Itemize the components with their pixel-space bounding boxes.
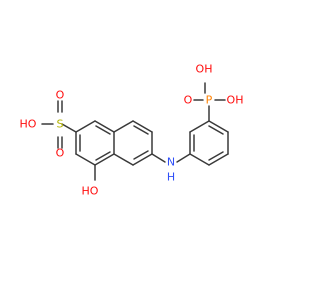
phosphonic-hydroxyl-right-label: OH bbox=[227, 94, 244, 107]
amine-hydrogen-label: H bbox=[167, 171, 175, 184]
phosphonic-acid-bonds bbox=[193, 82, 226, 122]
sulfonic-oxygen-top-label: O bbox=[56, 89, 65, 102]
phosphonic-hydroxyl-left-label: OH bbox=[196, 63, 213, 76]
sulfur-label: S bbox=[57, 118, 64, 131]
phosphorus-label: P bbox=[206, 94, 213, 107]
molecule-diagram: HO O S O HO N H OH OH O P bbox=[20, 63, 244, 198]
amine-bridge-bonds bbox=[151, 153, 191, 163]
sulfonic-acid-bonds bbox=[41, 100, 77, 149]
phenyl-ring bbox=[189, 120, 229, 166]
naphthalene-left-ring bbox=[75, 120, 115, 166]
naphthalene-right-ring bbox=[113, 120, 153, 166]
phosphonic-oxygen-label: O bbox=[184, 94, 193, 107]
sulfonic-hydroxyl-label: HO bbox=[20, 118, 37, 131]
amine-nitrogen-label: N bbox=[167, 156, 175, 169]
sulfonic-oxygen-bottom-label: O bbox=[56, 147, 65, 160]
naphthol-hydroxyl-label: HO bbox=[82, 185, 99, 198]
structure-svg: HO O S O HO N H OH OH O P bbox=[20, 63, 244, 198]
